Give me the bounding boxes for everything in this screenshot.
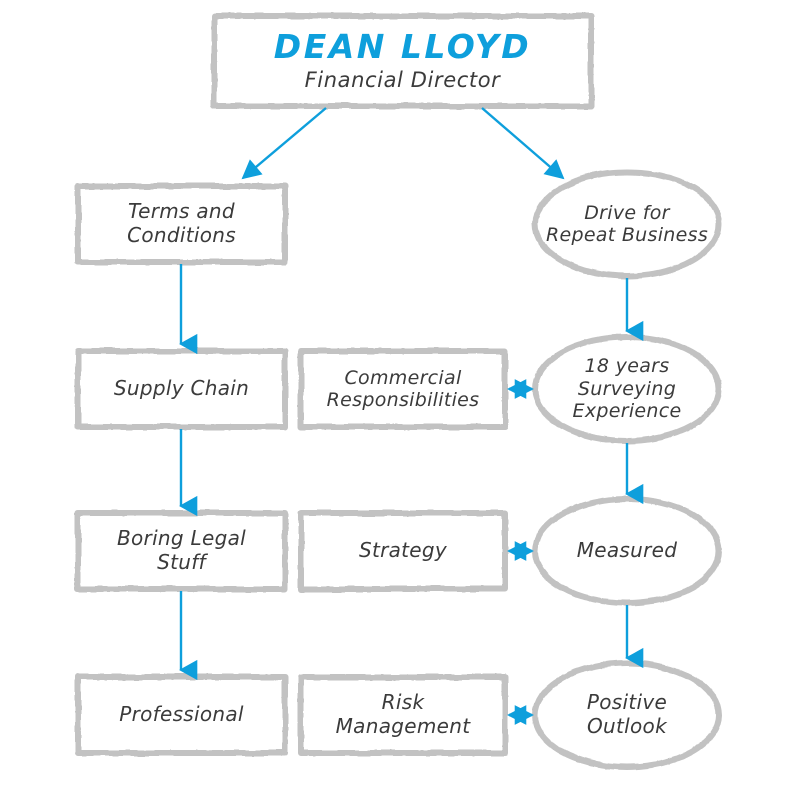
node-measured[interactable]: Measured — [535, 499, 719, 603]
root-role: Financial Director — [304, 68, 501, 93]
connector-root-to-terms — [241, 107, 327, 180]
connector-root-to-drive — [481, 107, 565, 180]
label-drive-for-repeat-business: Drive for Repeat Business — [545, 201, 709, 246]
node-boring-legal-stuff[interactable]: Boring Legal Stuff — [78, 513, 285, 589]
node-surveying-experience[interactable]: 18 years Surveying Experience — [535, 337, 719, 441]
node-drive-for-repeat-business[interactable]: Drive for Repeat Business — [535, 172, 719, 276]
node-terms-and-conditions[interactable]: Terms and Conditions — [78, 186, 285, 262]
node-professional[interactable]: Professional — [78, 677, 285, 753]
node-risk-management[interactable]: Risk Management — [301, 677, 505, 753]
node-supply-chain[interactable]: Supply Chain — [78, 351, 285, 427]
node-root[interactable]: DEAN LLOYD Financial Director — [214, 16, 591, 106]
label-boring-legal-stuff: Boring Legal Stuff — [116, 526, 247, 574]
label-measured: Measured — [576, 538, 678, 563]
root-name: DEAN LLOYD — [273, 26, 532, 66]
label-risk-management: Risk Management — [335, 690, 471, 738]
label-commercial-responsibilities: Commercial Responsibilities — [326, 366, 480, 411]
label-terms-and-conditions: Terms and Conditions — [127, 199, 236, 247]
label-positive-outlook: Positive Outlook — [586, 690, 668, 738]
node-commercial-responsibilities[interactable]: Commercial Responsibilities — [301, 351, 505, 427]
node-positive-outlook[interactable]: Positive Outlook — [535, 663, 719, 767]
label-professional: Professional — [119, 702, 244, 727]
label-supply-chain: Supply Chain — [113, 376, 250, 401]
label-strategy: Strategy — [358, 538, 448, 563]
node-strategy[interactable]: Strategy — [301, 513, 505, 589]
label-surveying-experience: 18 years Surveying Experience — [572, 355, 682, 423]
